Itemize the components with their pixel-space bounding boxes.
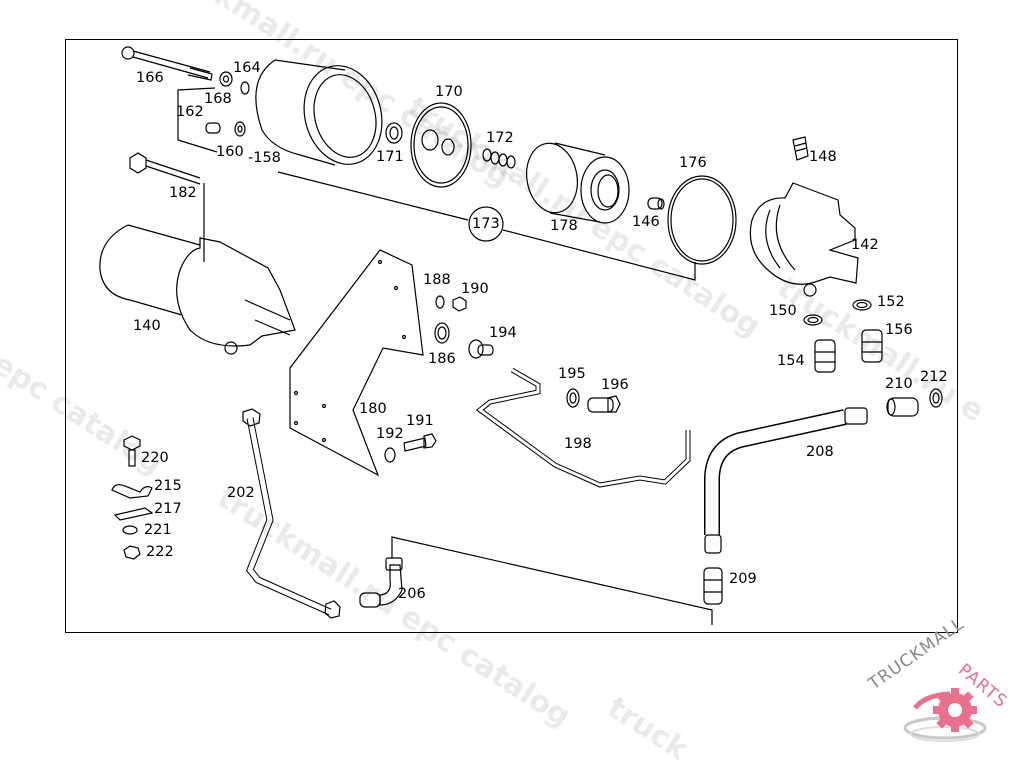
label-154[interactable]: 154 — [777, 353, 805, 369]
label-212[interactable]: 212 — [920, 369, 948, 385]
bolt-220[interactable] — [123, 435, 141, 467]
label-208[interactable]: 208 — [806, 444, 834, 460]
filter-140[interactable] — [99, 224, 296, 355]
union-156[interactable] — [861, 329, 883, 363]
label-206[interactable]: 206 — [398, 586, 426, 602]
label-186[interactable]: 186 — [428, 351, 456, 367]
label-168[interactable]: 168 — [204, 91, 232, 107]
pipe-198[interactable] — [475, 367, 691, 488]
label-156[interactable]: 156 — [885, 322, 913, 338]
cover-plate-170[interactable] — [410, 102, 472, 188]
leader-206-209 — [391, 536, 713, 625]
plug-146[interactable] — [647, 197, 665, 210]
banjo-bolt-196[interactable] — [587, 395, 621, 413]
washer-192[interactable] — [384, 447, 396, 463]
clip-215[interactable] — [111, 484, 153, 499]
label-170[interactable]: 170 — [435, 84, 463, 100]
washer-164[interactable] — [240, 81, 250, 95]
gear-icon — [903, 688, 987, 742]
bolt-182[interactable] — [129, 152, 201, 185]
filter-head-142[interactable] — [749, 182, 859, 297]
label-195[interactable]: 195 — [558, 366, 586, 382]
label-194[interactable]: 194 — [489, 325, 517, 341]
plug-160[interactable] — [205, 121, 246, 137]
label-198[interactable]: 198 — [564, 436, 592, 452]
filter-housing-158[interactable] — [255, 57, 393, 173]
label-164[interactable]: 164 — [233, 60, 261, 76]
label-196[interactable]: 196 — [601, 377, 629, 393]
truckmallparts-logo[interactable]: TRUCKMALL PARTS — [855, 614, 1024, 750]
filter-element-178[interactable] — [521, 139, 630, 224]
bolt-166[interactable] — [121, 46, 213, 81]
label-182[interactable]: 182 — [169, 185, 197, 201]
hose-end-208[interactable] — [704, 407, 868, 554]
union-154[interactable] — [814, 339, 836, 373]
leader-158-176 — [277, 171, 696, 281]
callout-circle-173 — [468, 206, 504, 242]
label-188[interactable]: 188 — [423, 272, 451, 288]
label-160[interactable]: 160 — [216, 144, 244, 160]
label-209[interactable]: 209 — [729, 571, 757, 587]
spring-172[interactable] — [482, 148, 516, 169]
label-150[interactable]: 150 — [769, 303, 797, 319]
label-148[interactable]: 148 — [809, 149, 837, 165]
label-178[interactable]: 178 — [550, 218, 578, 234]
label-146[interactable]: 146 — [632, 214, 660, 230]
banjo-194[interactable] — [468, 339, 494, 359]
label-210[interactable]: 210 — [885, 376, 913, 392]
washer-150[interactable] — [803, 314, 823, 326]
bracket-180[interactable] — [289, 249, 424, 477]
label-180[interactable]: 180 — [359, 401, 387, 417]
bolt-191[interactable] — [403, 433, 437, 452]
ring-212[interactable] — [929, 388, 943, 408]
label-222[interactable]: 222 — [146, 544, 174, 560]
label-142[interactable]: 142 — [851, 237, 879, 253]
label-202[interactable]: 202 — [227, 485, 255, 501]
washer-168[interactable] — [219, 71, 233, 87]
parts-drawing — [99, 46, 943, 625]
label-191[interactable]: 191 — [406, 413, 434, 429]
washer-186[interactable] — [434, 322, 450, 344]
label-221[interactable]: 221 — [144, 522, 172, 538]
washer-188[interactable] — [435, 295, 445, 309]
label-140[interactable]: 140 — [133, 318, 161, 334]
label-171[interactable]: 171 — [376, 149, 404, 165]
label-172[interactable]: 172 — [486, 130, 514, 146]
fitting-210[interactable] — [886, 397, 919, 417]
ring-171[interactable] — [385, 122, 403, 144]
label-158[interactable]: -158 — [248, 150, 281, 166]
nut-222[interactable] — [123, 545, 141, 560]
plug-148[interactable] — [792, 136, 809, 161]
leader-162 — [177, 87, 218, 153]
label-217[interactable]: 217 — [154, 501, 182, 517]
label-152[interactable]: 152 — [877, 294, 905, 310]
washer-195[interactable] — [566, 388, 580, 408]
nut-190[interactable] — [452, 296, 467, 312]
label-162[interactable]: 162 — [176, 104, 204, 120]
label-192[interactable]: 192 — [376, 426, 404, 442]
label-215[interactable]: 215 — [154, 478, 182, 494]
pipe-202-nuts — [242, 408, 341, 619]
label-190[interactable]: 190 — [461, 281, 489, 297]
washer-152[interactable] — [852, 299, 872, 311]
seal-ring-176[interactable] — [667, 175, 737, 265]
union-209[interactable] — [703, 567, 723, 605]
plate-217[interactable] — [113, 507, 154, 521]
label-173[interactable]: 173 — [472, 216, 500, 232]
washer-221[interactable] — [122, 525, 138, 535]
label-166[interactable]: 166 — [136, 70, 164, 86]
label-220[interactable]: 220 — [141, 450, 169, 466]
diagram-frame — [65, 39, 958, 633]
label-176[interactable]: 176 — [679, 155, 707, 171]
elbow-206[interactable] — [359, 557, 403, 608]
